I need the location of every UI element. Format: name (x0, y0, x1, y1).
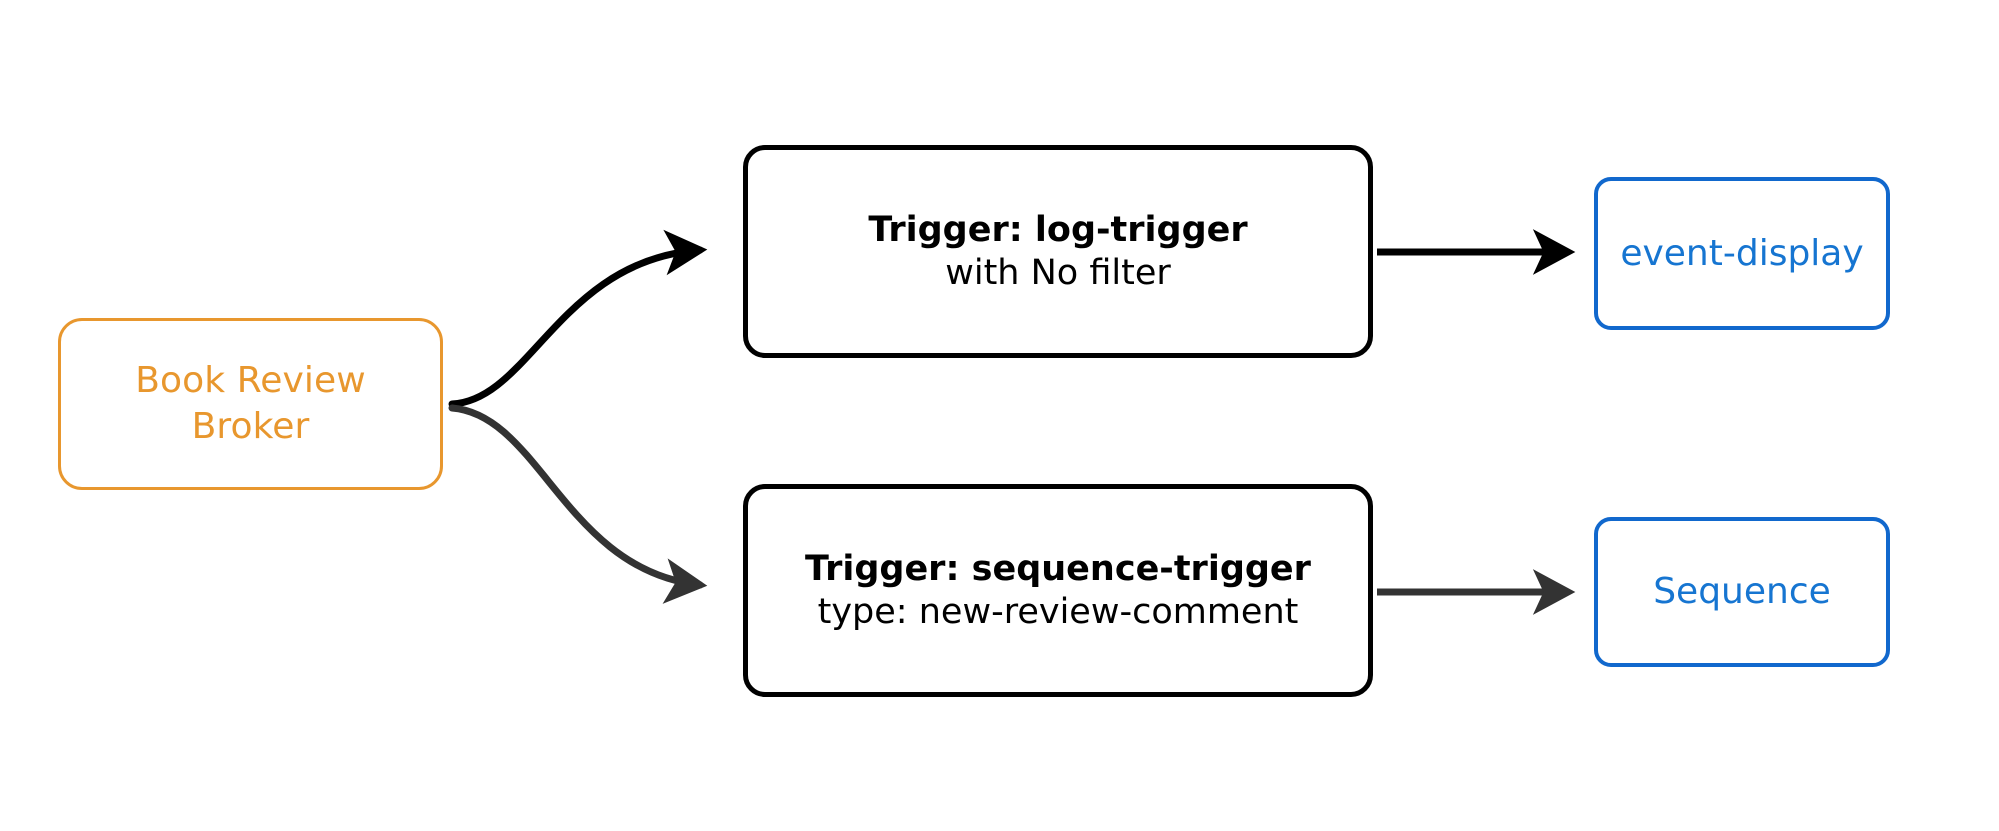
node-sink-sequence[interactable]: Sequence (1594, 517, 1890, 667)
sink-label: Sequence (1653, 571, 1831, 613)
trigger-title: Trigger: sequence-trigger (805, 548, 1311, 589)
trigger-title: Trigger: log-trigger (868, 209, 1248, 250)
node-trigger-sequence-trigger[interactable]: Trigger: sequence-trigger type: new-revi… (743, 484, 1373, 697)
trigger-subtitle: with No filter (945, 252, 1171, 293)
edge-broker-to-log-trigger (448, 229, 708, 408)
sink-label: event-display (1620, 232, 1864, 274)
node-book-review-broker[interactable]: Book Review Broker (58, 318, 443, 490)
trigger-subtitle: type: new-review-comment (817, 591, 1299, 632)
edge-broker-to-sequence-trigger (448, 404, 708, 604)
node-trigger-log-trigger[interactable]: Trigger: log-trigger with No filter (743, 145, 1373, 358)
node-sink-event-display[interactable]: event-display (1594, 177, 1890, 330)
broker-label-line-1: Book Review (135, 359, 366, 401)
broker-label-line-2: Broker (191, 406, 310, 447)
